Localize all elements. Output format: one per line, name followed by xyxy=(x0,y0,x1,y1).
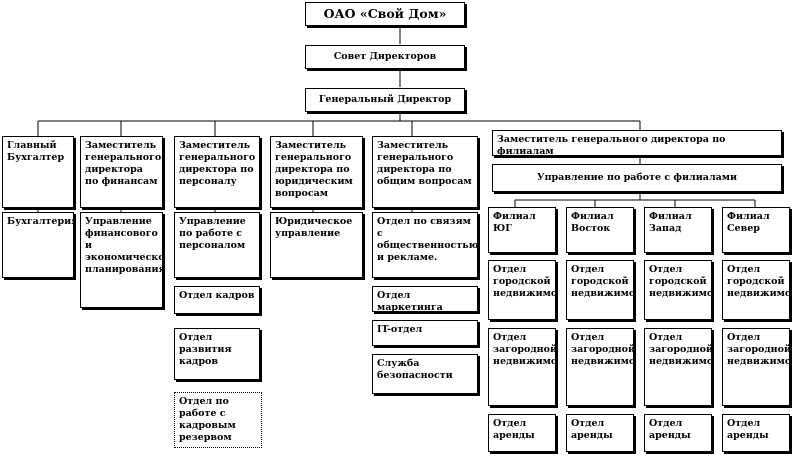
branch-north-country-box: Отдел загородной недвижимости xyxy=(722,328,790,406)
pr-department-box: Отдел по связям с общественностью и рекл… xyxy=(372,212,478,278)
accounting-box: Бухгалтерия xyxy=(2,212,74,278)
branch-east-city-box: Отдел городской недвижимости xyxy=(566,260,634,320)
branch-south-country-box: Отдел загородной недвижимости xyxy=(488,328,556,406)
branch-management-box: Управление по работе с филиалами xyxy=(492,164,782,192)
branch-south-rent-box: Отдел аренды xyxy=(488,414,556,452)
branch-south-city-box: Отдел городской недвижимости xyxy=(488,260,556,320)
security-service-box: Служба безопасности xyxy=(372,354,478,394)
ceo-box: Генеральный Директор xyxy=(305,88,465,112)
hr-development-box: Отдел развития кадров xyxy=(174,328,260,380)
branch-west-city-box: Отдел городской недвижимости xyxy=(644,260,712,320)
hr-staff-box: Отдел кадров xyxy=(174,286,260,314)
legal-management-box: Юридическое управление xyxy=(270,212,363,278)
company-box: ОАО «Свой Дом» xyxy=(305,2,465,26)
hr-reserve-box: Отдел по работе с кадровым резервом xyxy=(174,392,262,448)
branch-north-box: Филиал Север xyxy=(722,207,790,253)
deputy-hr-box: Заместитель генерального директора по пе… xyxy=(174,136,260,208)
branch-south-box: Филиал ЮГ xyxy=(488,207,556,253)
chief-accountant-box: Главный Бухгалтер xyxy=(2,136,74,208)
branch-north-city-box: Отдел городской недвижимости xyxy=(722,260,790,320)
branch-east-rent-box: Отдел аренды xyxy=(566,414,634,452)
branch-west-box: Филиал Запад xyxy=(644,207,712,253)
marketing-department-box: Отдел маркетинга xyxy=(372,286,478,312)
deputy-legal-box: Заместитель генерального директора по юр… xyxy=(270,136,363,208)
deputy-finance-box: Заместитель генерального директора по фи… xyxy=(80,136,163,208)
hr-management-box: Управление по работе с персоналом xyxy=(174,212,260,278)
branch-west-rent-box: Отдел аренды xyxy=(644,414,712,452)
it-department-box: IT-отдел xyxy=(372,320,478,346)
branch-west-country-box: Отдел загородной недвижимости xyxy=(644,328,712,406)
finance-planning-box: Управление финансового и экономического … xyxy=(80,212,163,308)
board-box: Совет Директоров xyxy=(305,45,465,69)
deputy-general-box: Заместитель генерального директора по об… xyxy=(372,136,478,208)
deputy-branches-box: Заместитель генерального директора по фи… xyxy=(492,130,782,156)
branch-east-box: Филиал Восток xyxy=(566,207,634,253)
branch-east-country-box: Отдел загородной недвижимости xyxy=(566,328,634,406)
branch-north-rent-box: Отдел аренды xyxy=(722,414,790,452)
